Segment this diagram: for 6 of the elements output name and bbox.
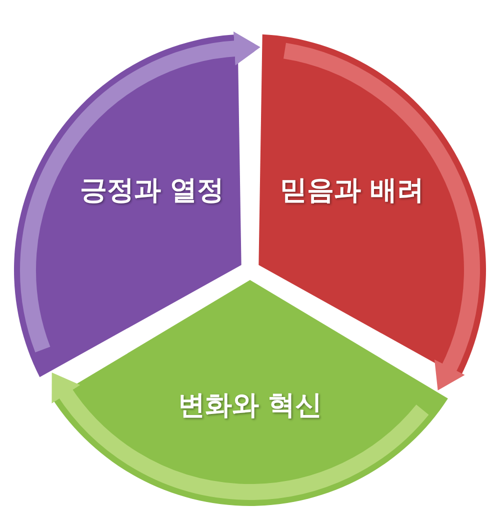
segment-label: 긍정과 열정	[80, 174, 224, 208]
curved-arrow	[50, 373, 428, 500]
curved-arrow	[282, 42, 480, 391]
segment-label: 믿음과 배려	[280, 174, 424, 208]
segment-label: 변화와 혁신	[178, 389, 322, 423]
curved-arrow	[20, 32, 260, 352]
